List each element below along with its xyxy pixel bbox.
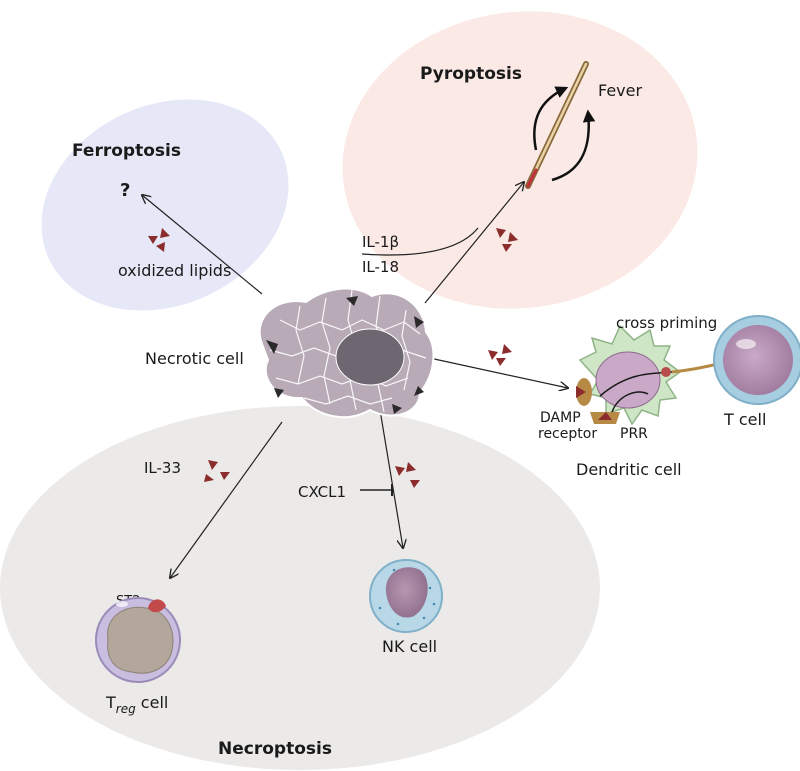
prr-icon (590, 412, 620, 424)
thermometer-icon (525, 61, 589, 189)
cross-priming-label: cross priming (616, 314, 717, 332)
damp-receptor-icon (576, 378, 592, 406)
arrow-to-treg (170, 421, 283, 578)
nk-cell (369, 559, 443, 633)
il1b-label: IL-1β (362, 233, 399, 251)
il33-label: IL-33 (144, 459, 181, 477)
dendritic-cell-label: Dendritic cell (576, 460, 682, 479)
pyroptosis-title: Pyroptosis (420, 64, 522, 84)
arrow-to-pyroptosis (424, 182, 524, 304)
arrow-to-nk (379, 409, 403, 548)
t-cell-label: T cell (723, 410, 766, 429)
t-cell (713, 315, 800, 405)
prr-label: PRR (620, 426, 648, 442)
treg-main: T (105, 693, 116, 712)
cxcl1-label: CXCL1 (298, 483, 346, 501)
arrow-to-dendritic (424, 356, 568, 388)
necroptosis-title: Necroptosis (218, 739, 332, 759)
damp-receptor-label-line1: DAMP (540, 410, 581, 426)
oxidized-lipids-label: oxidized lipids (118, 261, 231, 280)
damp-triangles-dendritic (488, 344, 512, 366)
damp-triangles-ferroptosis (148, 228, 170, 252)
necrotic-cell-label: Necrotic cell (145, 349, 244, 368)
treg-cell-label: Treg cell (105, 693, 168, 716)
ferroptosis-title: Ferroptosis (72, 141, 181, 161)
pyroptosis-region (342, 11, 698, 309)
ferroptosis-region (41, 99, 289, 311)
nk-cell-label: NK cell (382, 637, 437, 656)
treg-suffix: cell (136, 693, 169, 712)
arrow-to-ferroptosis (142, 195, 263, 295)
fever-arrow-left (533, 86, 569, 151)
damp-receptor-label-line2: receptor (538, 426, 597, 442)
fever-label: Fever (598, 81, 642, 100)
treg-cell (95, 597, 181, 683)
dendritic-cell (578, 324, 682, 426)
necroptosis-region (0, 406, 600, 770)
il18-label: IL-18 (362, 258, 399, 276)
cross-priming-link (671, 362, 719, 374)
damp-triangles-pyroptosis (496, 228, 518, 252)
necrotic-cell (258, 287, 435, 419)
il-branch-curve (361, 227, 479, 256)
fever-arrow-right (551, 109, 596, 182)
damp-triangles-cxcl1 (395, 462, 420, 488)
damp-triangles-il33 (204, 460, 230, 482)
treg-sub: reg (116, 702, 136, 716)
ferroptosis-question: ? (120, 180, 130, 201)
